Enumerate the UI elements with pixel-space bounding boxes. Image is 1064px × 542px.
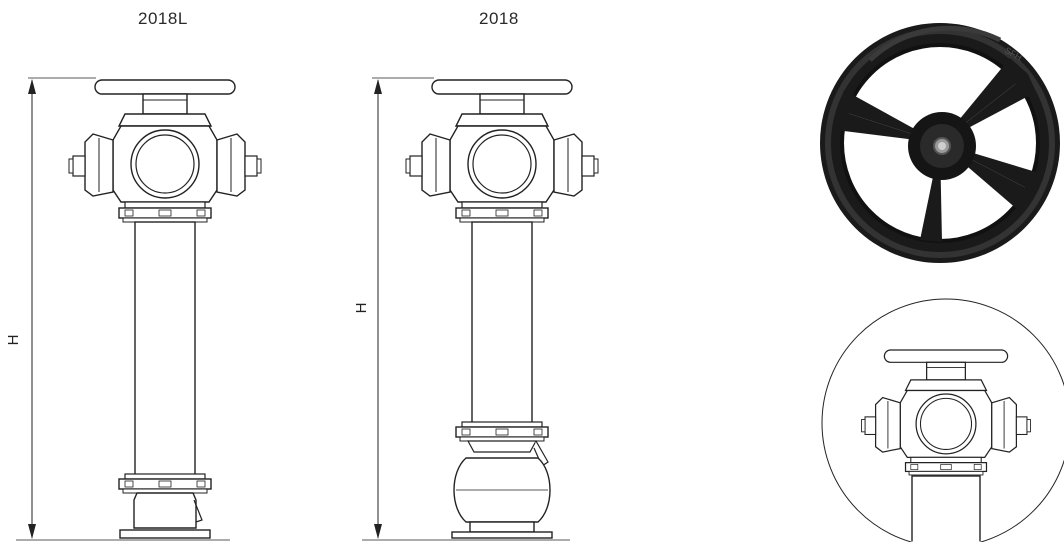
base-2018l [133, 492, 197, 529]
height-label-2018l: H [5, 335, 22, 346]
arrow-up-icon [28, 79, 36, 94]
arrow-down-icon [374, 524, 382, 539]
hydrant-head-2018l [68, 79, 262, 223]
hydrant-head-detail [821, 298, 1064, 542]
handwheel-photo: SFH [820, 23, 1060, 263]
arrow-down-icon [28, 524, 36, 539]
lower-flange-2018 [455, 421, 549, 442]
arrow-up-icon [374, 79, 382, 94]
hydrant-2018l-drawing: H [5, 77, 262, 541]
hydrant-head-2018 [405, 79, 599, 223]
model-label-2018l: 2018L [138, 9, 188, 28]
height-label-2018: H [353, 303, 370, 314]
hydrant-2018-drawing: H [353, 77, 599, 541]
barrel-2018 [471, 221, 533, 425]
model-label-2018: 2018 [479, 9, 519, 28]
lower-flange-2018l [118, 473, 212, 494]
barrel-2018l [134, 221, 196, 477]
